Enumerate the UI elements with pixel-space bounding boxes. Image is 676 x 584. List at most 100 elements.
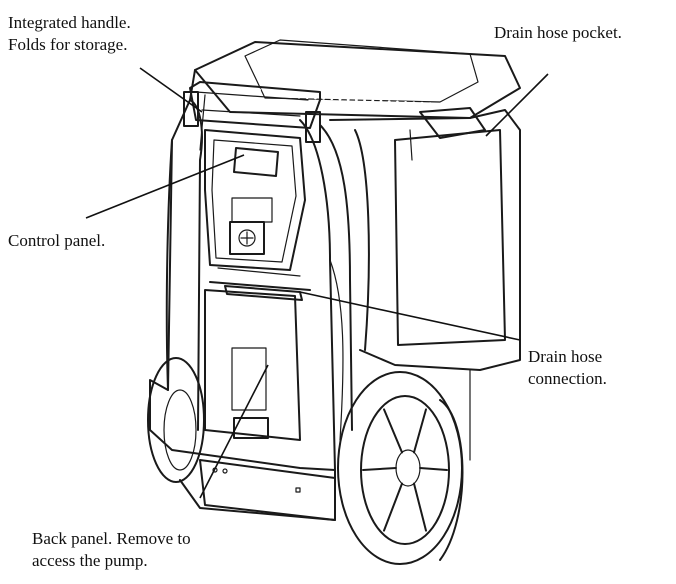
grille-hole [347, 98, 350, 101]
grille-hole [285, 51, 288, 54]
grille-hole [415, 91, 418, 94]
grille-hole [334, 54, 337, 57]
grille-hole [295, 74, 298, 77]
grille-hole [394, 79, 397, 82]
grille-hole [415, 63, 418, 66]
grille-hole [319, 80, 322, 83]
grille-hole [267, 56, 270, 59]
grille-hole [351, 82, 354, 85]
grille-hole [400, 57, 403, 60]
grille-hole [310, 53, 313, 56]
grille-hole [318, 53, 321, 56]
grille-hole [348, 93, 351, 96]
grille-hole [275, 56, 278, 59]
grille-hole [405, 68, 408, 71]
leader-control-panel [86, 155, 244, 218]
grille-hole [314, 97, 317, 100]
grille-hole [306, 96, 309, 99]
rear-wheel-right [338, 372, 463, 564]
callout-integrated-handle: Integrated handle. Folds for storage. [8, 12, 131, 56]
grille-hole [261, 78, 264, 81]
grille-hole [410, 79, 413, 82]
grille-hole [380, 67, 383, 70]
grille-hole [272, 67, 275, 70]
grille-hole [332, 92, 335, 95]
grille-hole [290, 63, 293, 66]
leader-drain-hose-connection [300, 292, 520, 340]
grille-hole [414, 96, 417, 99]
grille-hole [377, 78, 380, 81]
grille-hole [392, 57, 395, 60]
grille-hole [390, 62, 393, 65]
grille-hole [428, 75, 431, 78]
grille-hole [427, 80, 430, 83]
callout-text: connection. [528, 368, 607, 390]
callout-text: access the pump. [32, 550, 191, 572]
wheel-spoke [414, 484, 426, 531]
grille-hole [392, 84, 395, 87]
grille-hole [383, 89, 386, 92]
grille-hole [333, 87, 336, 90]
callout-text: Drain hose [528, 346, 607, 368]
grille-hole [301, 85, 304, 88]
grille-hole [330, 70, 333, 73]
grille-hole [407, 63, 410, 66]
grille-hole [398, 62, 401, 65]
grille-hole [336, 76, 339, 79]
grille-hole [333, 59, 336, 62]
grille-hole [356, 66, 359, 69]
grille-hole [430, 69, 433, 72]
callout-drain-hose-connection: Drain hose connection. [528, 346, 607, 390]
wheel-spokes [363, 409, 447, 530]
grille-hole [367, 55, 370, 58]
back-panel-shape [205, 268, 310, 440]
grille-hole [423, 64, 426, 67]
grille-hole [382, 62, 385, 65]
grille-hole [298, 63, 301, 66]
grille-hole [369, 77, 372, 80]
grille-hole [431, 64, 434, 67]
grille-hole [387, 73, 390, 76]
grille-hole [432, 91, 435, 94]
grille-hole [341, 60, 344, 63]
grille-hole [286, 79, 289, 82]
grille-hole [330, 97, 333, 100]
grille-hole [381, 94, 384, 97]
wheel-spoke [414, 409, 426, 452]
grille-hole [275, 89, 278, 92]
grille-hole [331, 65, 334, 68]
grille-hole [354, 71, 357, 74]
grille-hole [398, 95, 401, 98]
grille-hole [287, 73, 290, 76]
grille-hole [420, 74, 423, 77]
grille-hole [372, 67, 375, 70]
grille-hole [274, 62, 277, 65]
grille-hole [358, 88, 361, 91]
callout-text: Folds for storage. [8, 34, 131, 56]
wheel-spoke [384, 409, 402, 452]
grille-hole [323, 64, 326, 67]
grille-hole [383, 56, 386, 59]
grille-hole [355, 99, 358, 102]
grille-hole [373, 94, 376, 97]
grille-hole [316, 58, 319, 61]
grille-hole [317, 86, 320, 89]
grille-hole [357, 60, 360, 63]
grille-hole [408, 57, 411, 60]
grille-hole [266, 89, 269, 92]
grille-hole [279, 73, 282, 76]
grille-hole [430, 97, 433, 100]
top-grille [195, 40, 520, 118]
grille-hole [433, 86, 436, 89]
grille-hole [439, 64, 442, 67]
grille-hole [340, 92, 343, 95]
grille-hole [386, 78, 389, 81]
grille-hole [409, 85, 412, 88]
grille-hole [338, 70, 341, 73]
grille-hole [374, 89, 377, 92]
grille-hole [308, 58, 311, 61]
grille-hole [424, 58, 427, 61]
grille-hole [301, 52, 304, 55]
